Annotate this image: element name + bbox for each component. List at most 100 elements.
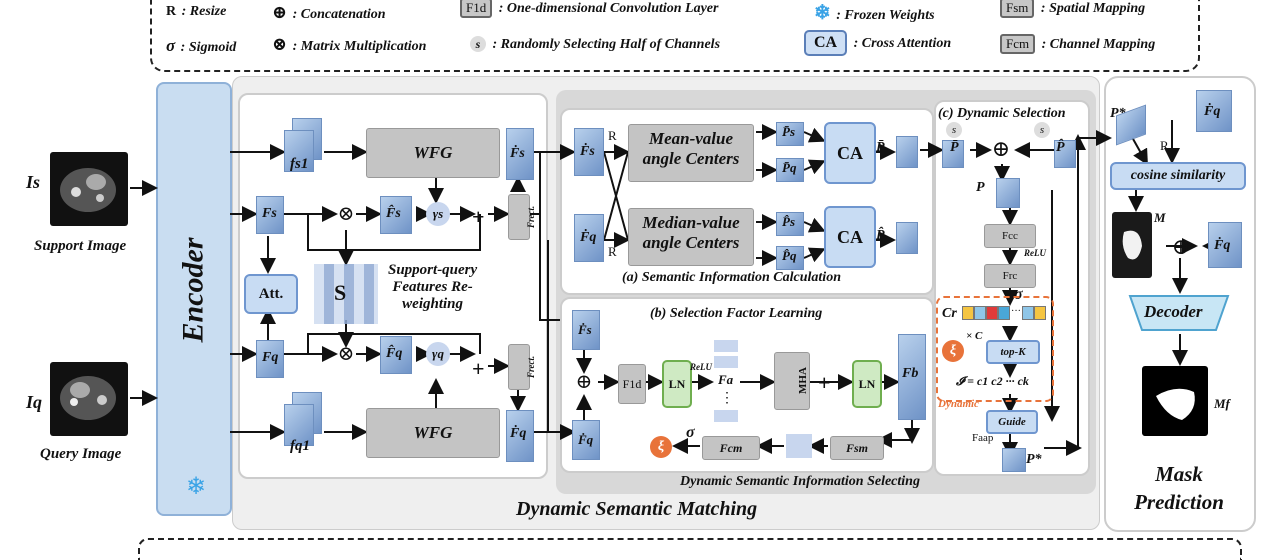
gamma-q-weight: γq xyxy=(426,342,450,366)
topk-block: top-K xyxy=(986,340,1040,364)
layernorm-block-2: LN xyxy=(852,360,882,408)
xi-factor-icon: ξ xyxy=(650,436,672,458)
legend-ca: CA : Cross Attention xyxy=(804,30,951,56)
mask-m-label: M xyxy=(1154,210,1166,225)
concat-icon: ⊕ xyxy=(1171,234,1191,259)
p-star-feature-icon xyxy=(1002,448,1026,472)
p-feature-icon xyxy=(996,178,1020,208)
half-channel-icon: s xyxy=(1034,122,1050,138)
legend-concat: ⊕ : Concatenation xyxy=(272,2,386,23)
encoder-block xyxy=(156,82,232,516)
token-icon xyxy=(714,410,738,422)
similarity-mask-thumbnail xyxy=(1112,212,1152,278)
index-set-label: 𝓘 = c1 c2 ··· ck xyxy=(956,374,1029,388)
fq1-label: fq1 xyxy=(290,438,310,454)
fs-dot-label: Ḟs xyxy=(510,146,525,161)
legend-spatial: Fsm : Spatial Mapping xyxy=(1000,0,1145,18)
vertical-dots-icon: ⋮ xyxy=(720,391,734,406)
dyn-p-hat-label: P̂ xyxy=(1056,140,1065,155)
add-icon: + xyxy=(472,204,485,229)
mean-angle-centers-line2: angle Centers xyxy=(642,149,740,168)
fs-dot-feature-icon xyxy=(572,310,600,350)
half-channel-icon: s xyxy=(946,122,962,138)
dynamic-dashed-box xyxy=(936,296,1054,402)
fq-dot-feature-icon xyxy=(1196,90,1232,132)
p-bar-feature-icon xyxy=(896,136,918,168)
support-image-label: Support Image xyxy=(34,238,127,254)
fq-dot-feature-icon xyxy=(574,214,604,262)
support-image-symbol: Is xyxy=(26,172,41,192)
fb-label: Fb xyxy=(902,366,919,381)
cross-attention-block-2: CA xyxy=(824,206,876,268)
dyn-relu-label: ReLU xyxy=(1024,248,1046,258)
channel-cell xyxy=(974,306,986,320)
median-angle-centers-line2: angle Centers xyxy=(642,233,740,252)
mean-angle-centers-line1: Mean-value xyxy=(648,129,734,148)
matmul-icon: ⊗ xyxy=(272,34,288,54)
selection-fs-dot-label: Ḟs xyxy=(578,322,592,337)
matmul-icon: ⊗ xyxy=(337,343,355,365)
channel-symbol: Fcm xyxy=(1000,34,1036,54)
cross-attention-block-1: CA xyxy=(824,122,876,184)
fs-feature-icon xyxy=(256,196,284,234)
query-image-symbol: Iq xyxy=(26,392,43,412)
fq-dot-label: Ḟq xyxy=(510,426,527,441)
median-angle-centers-block: Median-value angle Centers xyxy=(628,208,754,266)
legend-sigmoid-label: : Sigmoid xyxy=(180,40,237,55)
add-icon: + xyxy=(818,370,831,395)
reweighting-caption-line3: weighting xyxy=(402,296,464,312)
resize-r1: R xyxy=(608,128,617,143)
channel-ellipsis: ··· xyxy=(1011,306,1021,317)
dynamic-selection-caption: (c) Dynamic Selection xyxy=(938,106,1066,121)
similarity-matrix-label: S xyxy=(334,280,347,305)
resize-symbol: R xyxy=(166,4,177,19)
legend-matmul-label: : Matrix Multiplication xyxy=(292,39,427,54)
dynamic-selecting-caption: Dynamic Semantic Information Selecting xyxy=(680,474,920,489)
legend-conv1d: F1d : One-dimensional Convolution Layer xyxy=(460,0,718,18)
legend-channel-label: : Channel Mapping xyxy=(1041,37,1156,52)
wfg-block-bottom: WFG xyxy=(366,408,500,458)
channel-cell xyxy=(962,306,974,320)
frect-block-bottom: Frect. xyxy=(508,344,536,390)
resize-r2: R xyxy=(608,244,617,259)
fcc-block: Fcc xyxy=(984,224,1036,248)
legend-concat-label: : Concatenation xyxy=(292,7,386,22)
p-bar-out-label: P̄ xyxy=(876,140,885,155)
fs-label: Fs xyxy=(262,206,277,221)
semantic-calculation-caption: (a) Semantic Information Calculation xyxy=(622,270,841,285)
gamma-s-weight: γs xyxy=(426,202,450,226)
xi-factor-icon: ξ xyxy=(942,340,964,362)
p-hat-feature-icon xyxy=(1054,140,1076,168)
final-mask-thumbnail xyxy=(1142,366,1208,436)
mask-fq-dot-label: Ḟq xyxy=(1204,104,1221,119)
fq-dot-feature-icon xyxy=(506,410,534,462)
semantic-fs-dot-label: Ḟs xyxy=(580,144,595,159)
decoder-block xyxy=(1128,294,1230,332)
pq-bar-label: P̄q xyxy=(782,160,797,175)
selection-fq-dot-label: Ḟq xyxy=(578,432,594,447)
reweighting-caption: Support-query Features Re- weighting xyxy=(388,262,477,313)
legend-ca-label: : Cross Attention xyxy=(853,36,952,51)
ps-hat-label: P̂s xyxy=(782,214,795,229)
attention-block: Att. xyxy=(244,274,298,314)
dyn-p-label: P xyxy=(976,180,985,195)
mask-mf-label: Mf xyxy=(1214,396,1230,411)
query-image-label: Query Image xyxy=(40,446,122,462)
query-image-thumbnail xyxy=(50,362,128,436)
mha-block: MHA xyxy=(774,352,810,410)
fq-feature-icon xyxy=(256,340,284,378)
legend-resize-label: : Resize xyxy=(181,4,227,19)
wfg-block-top: WFG xyxy=(366,128,500,178)
similarity-matrix xyxy=(314,264,378,324)
fq-label: Fq xyxy=(262,350,279,365)
selection-factor-caption: (b) Selection Factor Learning xyxy=(650,306,823,321)
semantic-fq-dot-label: Ḟq xyxy=(580,230,597,245)
ca-symbol: CA xyxy=(804,30,848,56)
fs1-label: fs1 xyxy=(290,156,309,172)
fa-label: Fa xyxy=(718,372,734,387)
legend-frozen: ❄ : Frozen Weights xyxy=(814,0,935,25)
token-icon xyxy=(714,356,738,368)
fb-feature-icon xyxy=(898,334,926,420)
mask-prediction-title-line2: Prediction xyxy=(1134,490,1224,514)
fs-dot-feature-icon xyxy=(506,128,534,180)
